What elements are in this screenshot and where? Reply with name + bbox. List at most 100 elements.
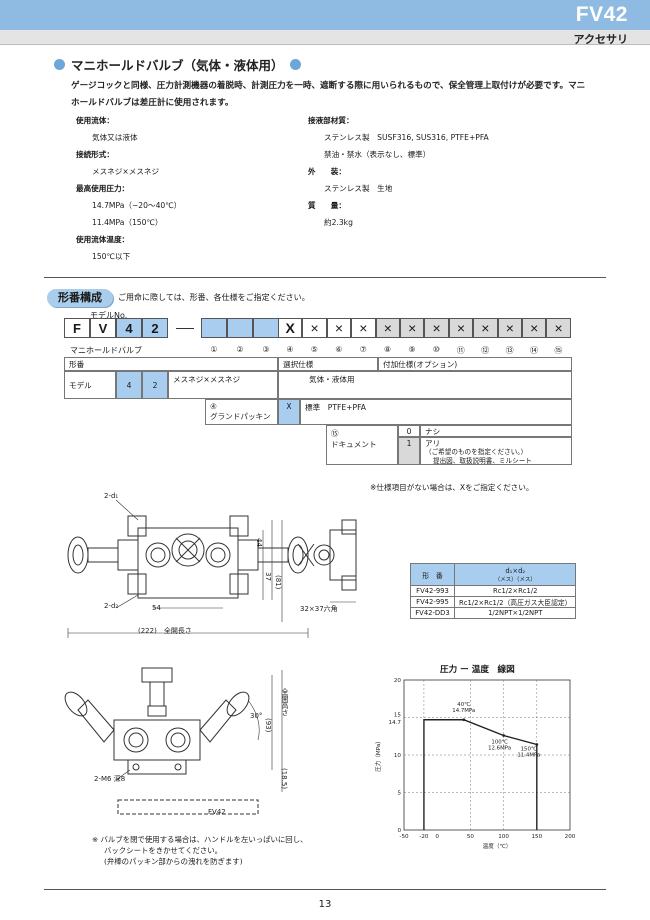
header-band [0,0,650,30]
circled-number: ⑨ [408,345,416,354]
dim-37: 37 [264,572,272,581]
table-cell: FV42-995 [410,596,455,608]
circled-number: ⑪ [456,346,465,355]
data-point [462,718,466,722]
lead-paragraph: ゲージコックと同様、圧力計測機器の着脱時、計測圧力を一時、遮断する際に用いられる… [71,81,586,108]
doc-desc-cell: アリ （ご希望のものを指定ください。） 提出図、取扱説明書、ミルシート [420,437,572,465]
dim-d2: 2-d₂ [104,602,119,610]
series-line [423,719,538,830]
col-model-header: 形番 [64,357,278,371]
circled-number: ④ [286,345,294,354]
x-tick-label: 150 [531,834,542,840]
dim-222: (222) 全開長さ [138,627,192,635]
annotation-label: 100℃ [491,740,507,746]
code-box: V [90,318,116,338]
dash-separator [176,328,194,329]
bottom-view [64,667,259,815]
table-cell: Rc1/2×Rc1/2（高圧ガス大臣認定） [453,596,577,608]
code-box-option: × [522,318,547,338]
table-header-size: d₁×d₂ （メス）（メス） [453,563,577,586]
dim-93: (93) [264,718,272,733]
page-number: 13 [318,899,332,910]
code-box-1 [201,318,227,338]
valve-drawing [64,499,357,815]
code-box-option: × [351,318,376,338]
dim-54: 54 [152,604,161,612]
y-tick-label: 20 [394,678,402,684]
spec-right: 接液部材質： ステンレス製 SUSF316, SUS316, PTFE+PFA … [308,112,489,231]
code-box-x: X [278,318,303,338]
section-title: マニホールドバルブ（気体・液体用） [48,56,307,73]
dim-full-height: 全開高さ [281,688,289,716]
spec-label: 使用流体温度： [76,235,130,244]
footer-divider [44,889,606,890]
x-tick-label: -20 [419,834,429,840]
model-table: 形 番 d₁×d₂ （メス）（メス） FV42-993 Rc1/2×Rc1/2 … [410,563,577,619]
gland-number: ④ [210,402,217,411]
annotation-label: 150℃ [521,747,537,753]
doc-note: 提出図、取扱説明書、ミルシート [433,457,532,465]
row-model-label: モデル [64,371,116,399]
code-box-3 [253,318,279,338]
annotation-label: 11.4MPa [517,753,540,759]
x-tick-label: 200 [565,834,576,840]
table-row: FV42-995 Rc1/2×Rc1/2（高圧ガス大臣認定） [410,596,577,608]
dim-185: (18.5) [280,768,288,790]
y-axis-label: 圧力（MPa） [374,738,382,772]
spec-value: 14.7MPa（−20〜40℃） [92,201,182,210]
table-row: FV42-DD3 1/2NPT×1/2NPT [410,607,577,619]
doc-number: ⑮ [331,429,339,438]
dim-81: (81) [274,575,282,590]
spec-value: ステンレス製 生地 [324,184,393,193]
chart-title: 圧力 ー 温度 線図 [440,665,515,675]
data-point [502,734,505,737]
table-cell: FV42-DD3 [410,607,455,619]
code-box: 4 [116,318,142,338]
circled-number: ⑧ [384,345,392,354]
code-box-option: × [400,318,425,338]
code-box-option: × [302,318,327,338]
y-tick-label: 15 [394,713,402,719]
spec-label: 接液部材質： [308,116,354,125]
circled-number: ⑮ [554,346,563,355]
y-tick-label: 0 [397,828,401,834]
spec-left: 使用流体： 気体又は液体 接続形式： メスネジ×メスネジ 最高使用圧力： 14.… [76,112,181,265]
footnotes: ※ バルブを閉で使用する場合は、ハンドルを左いっぱいに回し、 バックシートをきか… [92,834,307,867]
annotation-label: 14.7MPa [452,708,475,714]
code-box-2 [227,318,253,338]
dim-hex: 32×37六角 [300,605,338,613]
code-box-option: × [424,318,449,338]
dim-44: 44 [255,538,263,547]
spec-label: 質 量： [308,201,346,210]
bullet-dot-icon [289,58,301,70]
code-box-option: × [497,318,522,338]
gland-code-cell: X [278,399,300,425]
table-header-unit: （メス）（メス） [494,576,536,583]
circled-number: ⑫ [481,346,490,355]
dim-d1: 2-d₁ [104,492,119,500]
x-tick-label: 50 [467,834,475,840]
y-tick-label: 14.7 [389,720,402,726]
footnote-line: ※ バルブを閉で使用する場合は、ハンドルを左いっぱいに回し、 [92,835,308,844]
footnote-line: バックシートをきかせてください。 [104,846,223,855]
table-header-model: 形 番 [410,563,455,586]
spec-value: 禁油・禁水（表示なし、標準） [324,150,431,159]
doc-label-cell: ⑮ ドキュメント [326,425,398,465]
fv42-view-label: FV42 [208,808,226,816]
annotation-label: 40℃ [457,702,470,708]
connection-cell: メスネジ×メスネジ [168,371,278,399]
spec-value: 約2.3kg [324,218,353,227]
y-tick-label: 5 [397,791,401,797]
circled-number: ⑬ [505,346,514,355]
model-config-note: ご用命に際しては、形番、各仕様をご指定ください。 [118,293,310,302]
table-cell: 1/2NPT×1/2NPT [453,607,577,619]
circled-number: ⑩ [432,345,440,354]
spec-value: 気体又は液体 [92,133,138,142]
x-tick-label: -50 [399,834,409,840]
doc-code-cell: 0 [398,425,420,437]
fluid-cell: 気体・液体用 [278,371,572,399]
footnote-line: (弁棒のパッキン部からの洩れを防ぎます) [104,857,243,866]
model-digit-cell: 2 [142,371,168,399]
circled-number: ⑥ [335,345,343,354]
